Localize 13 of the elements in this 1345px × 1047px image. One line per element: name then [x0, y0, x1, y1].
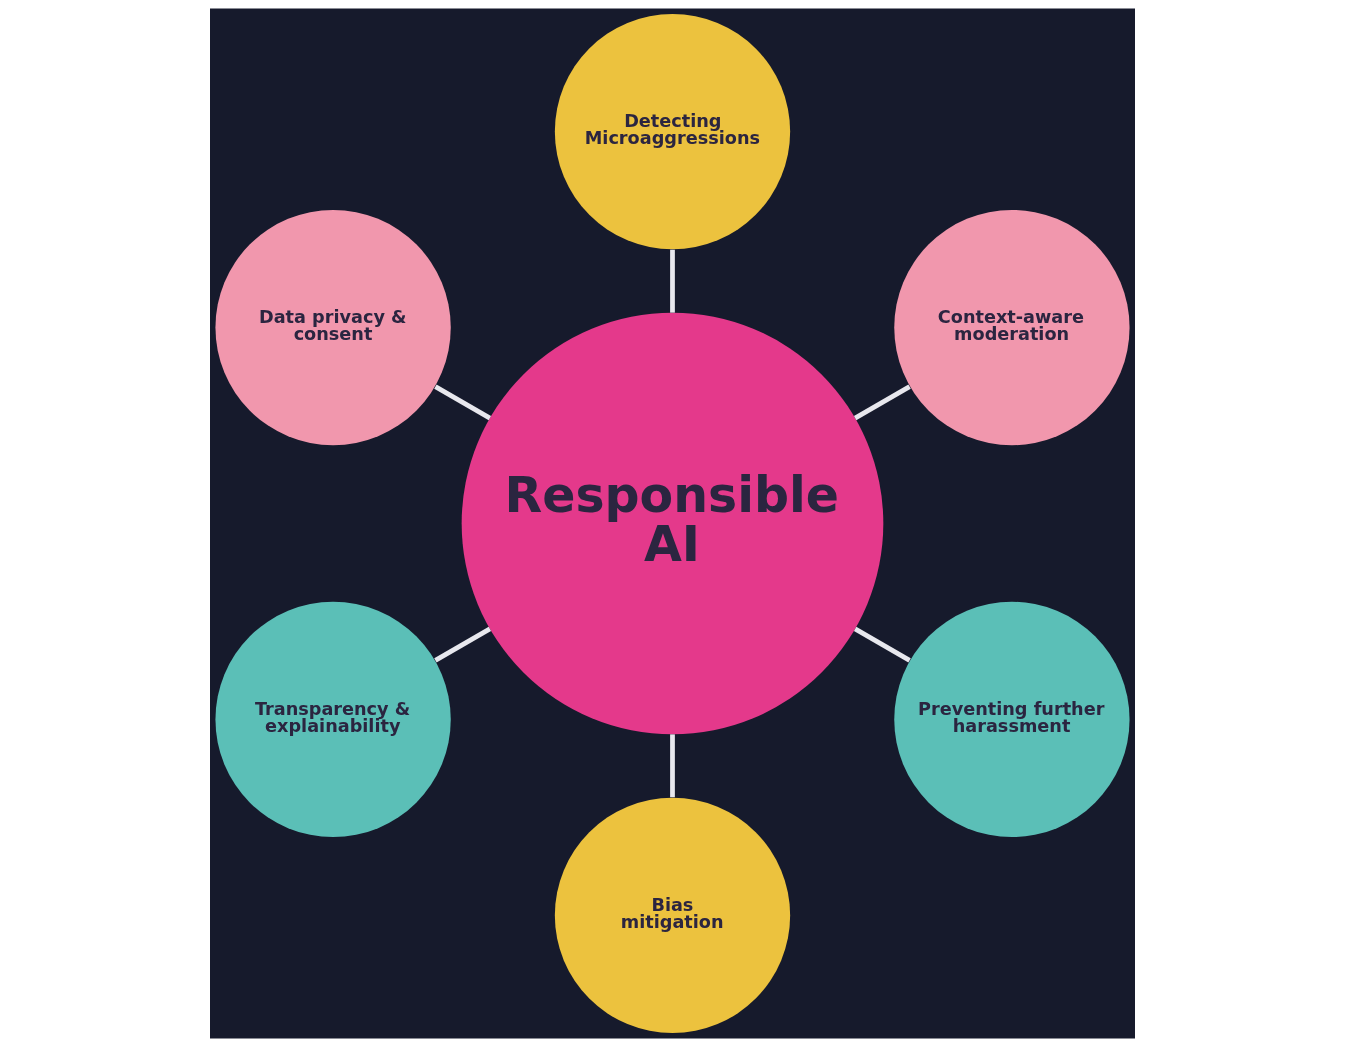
connector	[853, 626, 911, 663]
node-circle: Context-aware moderation	[894, 209, 1130, 446]
node-circle: Data privacy & consent	[215, 209, 451, 446]
node-circle: Responsible AI	[461, 312, 884, 735]
node-circle: Bias mitigation	[554, 797, 791, 1034]
connector	[670, 249, 675, 313]
connector	[670, 734, 675, 798]
connector	[434, 626, 492, 663]
node-circle: Preventing further harassment	[894, 601, 1130, 838]
connector	[853, 384, 911, 421]
node-circle: Transparency & explainability	[215, 601, 451, 838]
connector	[434, 384, 492, 421]
node-circle: Detecting Microaggressions	[554, 13, 791, 250]
